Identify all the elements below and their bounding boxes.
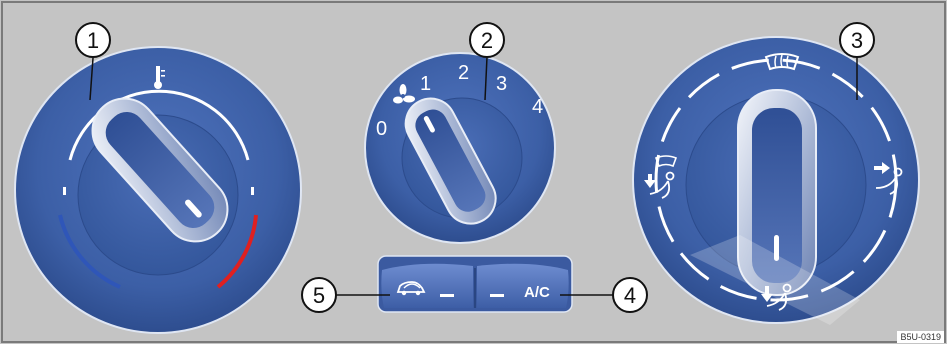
fan-speed-1: 1 [420,73,431,95]
fan-speed-4: 4 [532,96,543,118]
cold-arc [58,214,121,289]
temperature-knob[interactable] [79,85,240,254]
fan-knob[interactable] [397,90,505,233]
button-panel: A/C [377,255,573,313]
fan-speed-3: 3 [496,73,507,95]
knob-indicator [423,116,435,133]
highlight-wedge [690,235,860,325]
hot-arc [216,214,258,289]
thermometer-icon [154,66,165,89]
fan-speed-0: 0 [376,118,387,140]
reference-code: B5U-0319 [897,331,944,343]
recirculation-indicator [440,294,454,297]
tick-left [63,187,66,195]
face-vent-icon [874,162,903,195]
recirculation-button[interactable] [381,263,473,308]
callout-1: 1 [75,22,111,101]
callout-2-number: 2 [481,28,493,53]
knob-indicator [185,199,202,218]
knob-indicator [774,235,779,261]
callout-5-number: 5 [313,283,325,308]
callout-1-number: 1 [87,28,99,53]
callout-3: 3 [839,22,875,100]
fan-icon [393,84,415,104]
callout-4: 4 [560,277,648,313]
callout-5: 5 [301,277,390,313]
air-distribution-knob[interactable] [737,89,817,296]
ac-label: A/C [524,284,550,301]
temperature-scale-arc [68,89,250,161]
ac-button[interactable]: A/C [477,263,569,308]
fan-dial[interactable]: 0 1 2 3 4 [364,52,556,244]
callout-3-number: 3 [851,28,863,53]
fan-speed-2: 2 [458,62,469,84]
defrost-footwell-icon [644,155,678,199]
windscreen-defrost-icon [764,53,800,71]
footwell-icon [761,283,792,311]
air-distribution-dial[interactable] [632,36,920,325]
ac-indicator [490,294,504,297]
car-recirculation-icon [396,281,426,296]
temperature-dial[interactable] [14,46,302,334]
tick-right [251,187,254,195]
callout-2: 2 [469,22,505,101]
callout-4-number: 4 [624,283,636,308]
